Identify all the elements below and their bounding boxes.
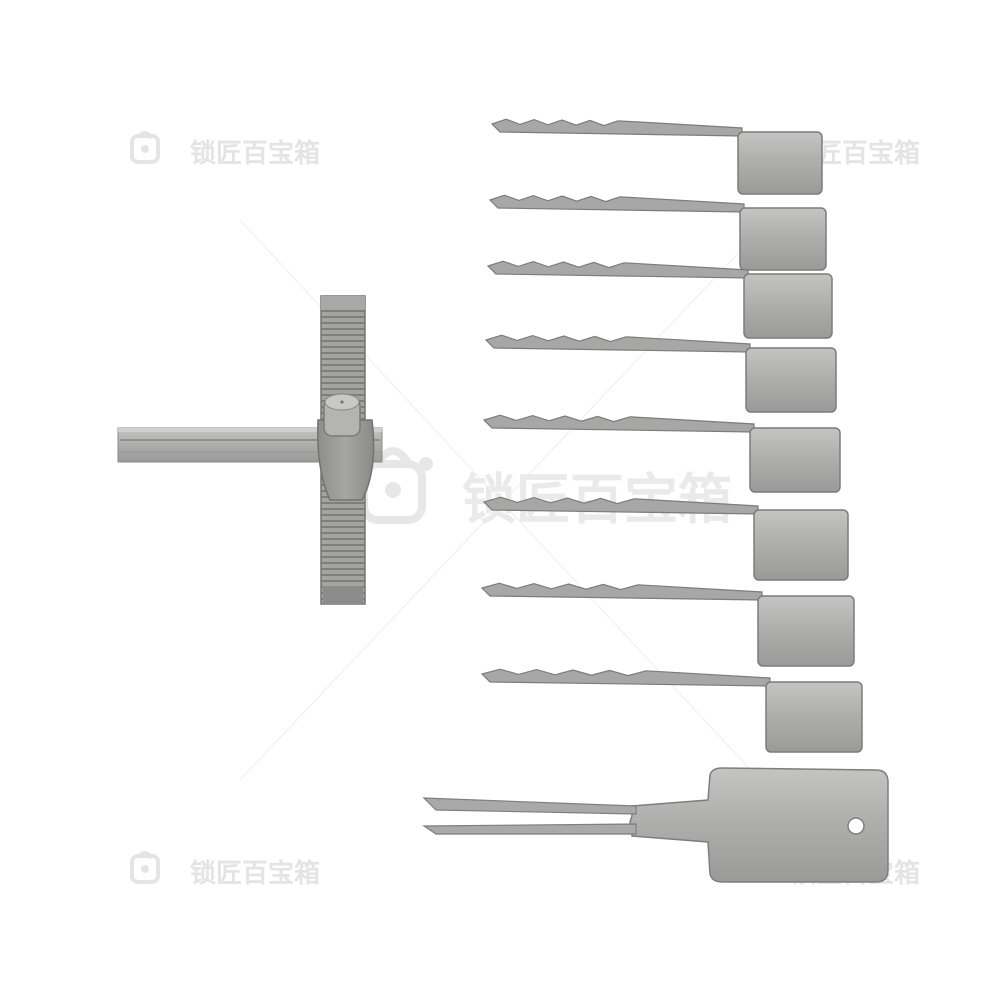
key-head xyxy=(737,131,823,195)
watermark-text: 锁匠百宝箱 xyxy=(190,858,320,889)
key-hole xyxy=(847,817,865,835)
try-out-key xyxy=(488,194,827,271)
try-out-key xyxy=(486,260,833,339)
key-head xyxy=(745,347,837,413)
try-out-key xyxy=(482,414,841,493)
try-out-keys xyxy=(480,118,863,753)
try-out-key xyxy=(490,118,823,195)
key-head xyxy=(743,273,833,339)
try-out-key xyxy=(482,496,849,581)
watermark-logo-top-left: 锁匠百宝箱 xyxy=(130,131,320,169)
key-head xyxy=(765,681,863,753)
key-head xyxy=(753,509,849,581)
key-head xyxy=(757,595,855,667)
tension-tool xyxy=(117,295,383,605)
thumb-screw-icon xyxy=(323,393,361,437)
try-out-key xyxy=(480,582,855,667)
try-out-key xyxy=(480,668,863,753)
watermark-text: 锁匠百宝箱 xyxy=(190,138,320,169)
try-out-key xyxy=(484,334,837,413)
key-head xyxy=(749,427,841,493)
watermark-logo-bottom-left: 锁匠百宝箱 xyxy=(130,851,320,889)
tension-tool-handle xyxy=(317,295,375,605)
key-head xyxy=(739,207,827,271)
fork-key xyxy=(422,767,889,883)
